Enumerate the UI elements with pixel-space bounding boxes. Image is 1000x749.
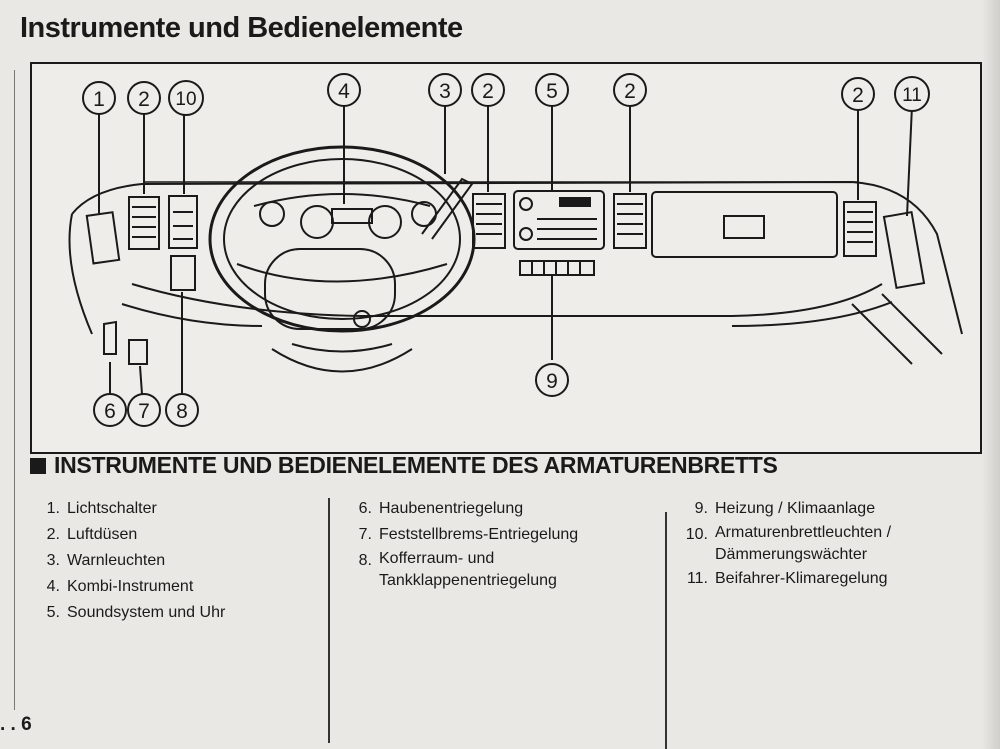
callout-11: 11 [894, 76, 930, 112]
callout-2-right: 2 [841, 77, 875, 111]
dashboard-illustration: 1 2 10 4 3 2 5 2 2 11 6 7 8 9 [68, 73, 963, 427]
svg-text:11: 11 [902, 85, 922, 106]
svg-text:6: 6 [104, 400, 116, 423]
legend-item-text: Warnleuchten [67, 552, 166, 569]
svg-text:3: 3 [439, 80, 451, 103]
svg-text:5: 5 [546, 80, 558, 103]
callout-2-center-right: 2 [613, 73, 647, 107]
legend-item: 10. Armaturenbrettleuchten / Dämmerungswäc… [680, 522, 980, 566]
callout-7: 7 [127, 393, 161, 427]
legend-item-text: Heizung / Klimaanlage [715, 500, 876, 517]
svg-text:2: 2 [482, 80, 494, 103]
callout-2-left: 2 [127, 81, 161, 115]
legend-item-number: 5. [46, 604, 60, 621]
callout-3: 3 [428, 73, 462, 107]
column-divider-1 [328, 498, 330, 743]
legend-item-number: 1. [46, 500, 60, 517]
callout-5: 5 [535, 73, 569, 107]
legend-item-line-1: Armaturenbrettleuchten / [715, 524, 892, 541]
page-margin-rule [14, 70, 15, 710]
legend-item: 9. Heizung / Klimaanlage [680, 496, 980, 522]
legend-item-number: 3. [46, 552, 60, 569]
legend-item-text: Kombi-Instrument [67, 578, 194, 595]
page-number: . . 6 [0, 714, 32, 735]
trunk-release-panel [170, 255, 196, 291]
legend-item: 5. Soundsystem und Uhr [38, 600, 318, 626]
callout-6: 6 [93, 393, 127, 427]
dimmer-switch-panel [168, 195, 198, 249]
legend-item: 2. Luftdüsen [38, 522, 318, 548]
legend-item-text: Soundsystem und Uhr [67, 604, 226, 621]
dash-trim-left [121, 303, 263, 327]
sound-system-unit [513, 190, 605, 250]
callout-8: 8 [165, 393, 199, 427]
legend-item: 7. Feststellbrems-Entriegelung [350, 522, 650, 548]
hood-release-lever [103, 320, 117, 355]
dash-trim-right [731, 301, 893, 327]
svg-text:8: 8 [176, 400, 188, 423]
legend-item-number: 6. [358, 500, 372, 517]
svg-text:2: 2 [624, 80, 636, 103]
legend-item-number: 4. [46, 578, 60, 595]
dash-left-curve [68, 213, 93, 335]
svg-text:9: 9 [546, 370, 558, 393]
square-bullet-icon [30, 457, 46, 474]
callout-2-center-left: 2 [471, 73, 505, 107]
legend-item-number: 10. [685, 526, 708, 543]
svg-text:10: 10 [175, 89, 196, 110]
svg-text:4: 4 [338, 80, 350, 103]
legend-item: 6. Haubenentriegelung [350, 496, 650, 522]
passenger-climate-panel [882, 210, 926, 290]
legend-item-text: Haubenentriegelung [379, 500, 524, 517]
legend-item: 11. Beifahrer-Klimaregelung [680, 566, 980, 592]
steering-wheel-outer [208, 145, 476, 333]
legend-item-text: Luftdüsen [67, 526, 138, 543]
air-vent-center-left [472, 193, 506, 249]
svg-text:2: 2 [138, 88, 150, 111]
glove-box [651, 191, 838, 258]
legend-item: 1. Lichtschalter [38, 496, 318, 522]
section-heading-text: INSTRUMENTE UND BEDIENELEMENTE DES ARMAT… [54, 452, 778, 478]
legend-item-line-2: Tankklappenentriegelung [379, 572, 557, 589]
legend-item-line-2: Dämmerungswächter [715, 546, 868, 563]
legend-item: 4. Kombi-Instrument [38, 574, 318, 600]
legend-column-3: 9. Heizung / Klimaanlage 10. Armaturenbret… [680, 496, 980, 592]
light-switch-panel [85, 211, 121, 265]
callout-1: 1 [82, 81, 116, 115]
callout-9: 9 [535, 363, 569, 397]
legend-item-text: Beifahrer-Klimaregelung [715, 570, 888, 587]
legend-item: 3. Warnleuchten [38, 548, 318, 574]
callout-4: 4 [327, 73, 361, 107]
legend-item-number: 7. [358, 526, 372, 543]
svg-text:7: 7 [138, 400, 150, 423]
parking-brake-release [128, 339, 148, 365]
legend-item-text: Lichtschalter [67, 500, 157, 517]
svg-text:2: 2 [852, 84, 864, 107]
air-vent-center-right [613, 193, 647, 249]
legend-item-number: 2. [46, 526, 60, 543]
legend-item-number: 11. [686, 570, 708, 587]
legend-item-text: Armaturenbrettleuchten / Dämmerungswächte… [715, 522, 891, 566]
page-edge-shadow [982, 0, 1000, 749]
legend-item-number: 8. [358, 552, 372, 569]
callout-markers: 1 2 10 4 3 2 5 2 2 11 6 7 8 9 [82, 73, 930, 427]
brand-emblem [353, 310, 371, 328]
air-vent-right [843, 201, 877, 257]
legend-item-text: Feststellbrems-Entriegelung [379, 526, 579, 543]
legend-column-2: 6. Haubenentriegelung 7. Feststellbrems-En… [350, 496, 650, 592]
svg-text:1: 1 [93, 88, 105, 111]
section-heading: INSTRUMENTE UND BEDIENELEMENTE DES ARMAT… [30, 452, 778, 479]
legend-item-line-1: Kofferraum- und [379, 550, 495, 567]
air-vent-left [128, 196, 160, 250]
legend-item-number: 9. [694, 500, 708, 517]
dash-lower-edge [131, 283, 883, 317]
column-divider-2 [665, 512, 667, 749]
dashboard-figure: 1 2 10 4 3 2 5 2 2 11 6 7 8 9 [30, 62, 982, 454]
page-title: Instrumente und Bedienelemente [20, 12, 463, 44]
callout-10: 10 [168, 80, 204, 116]
steering-wheel-hub [264, 248, 396, 330]
legend-column-1: 1. Lichtschalter 2. Luftdüsen 3. Warnleucht… [38, 496, 318, 626]
